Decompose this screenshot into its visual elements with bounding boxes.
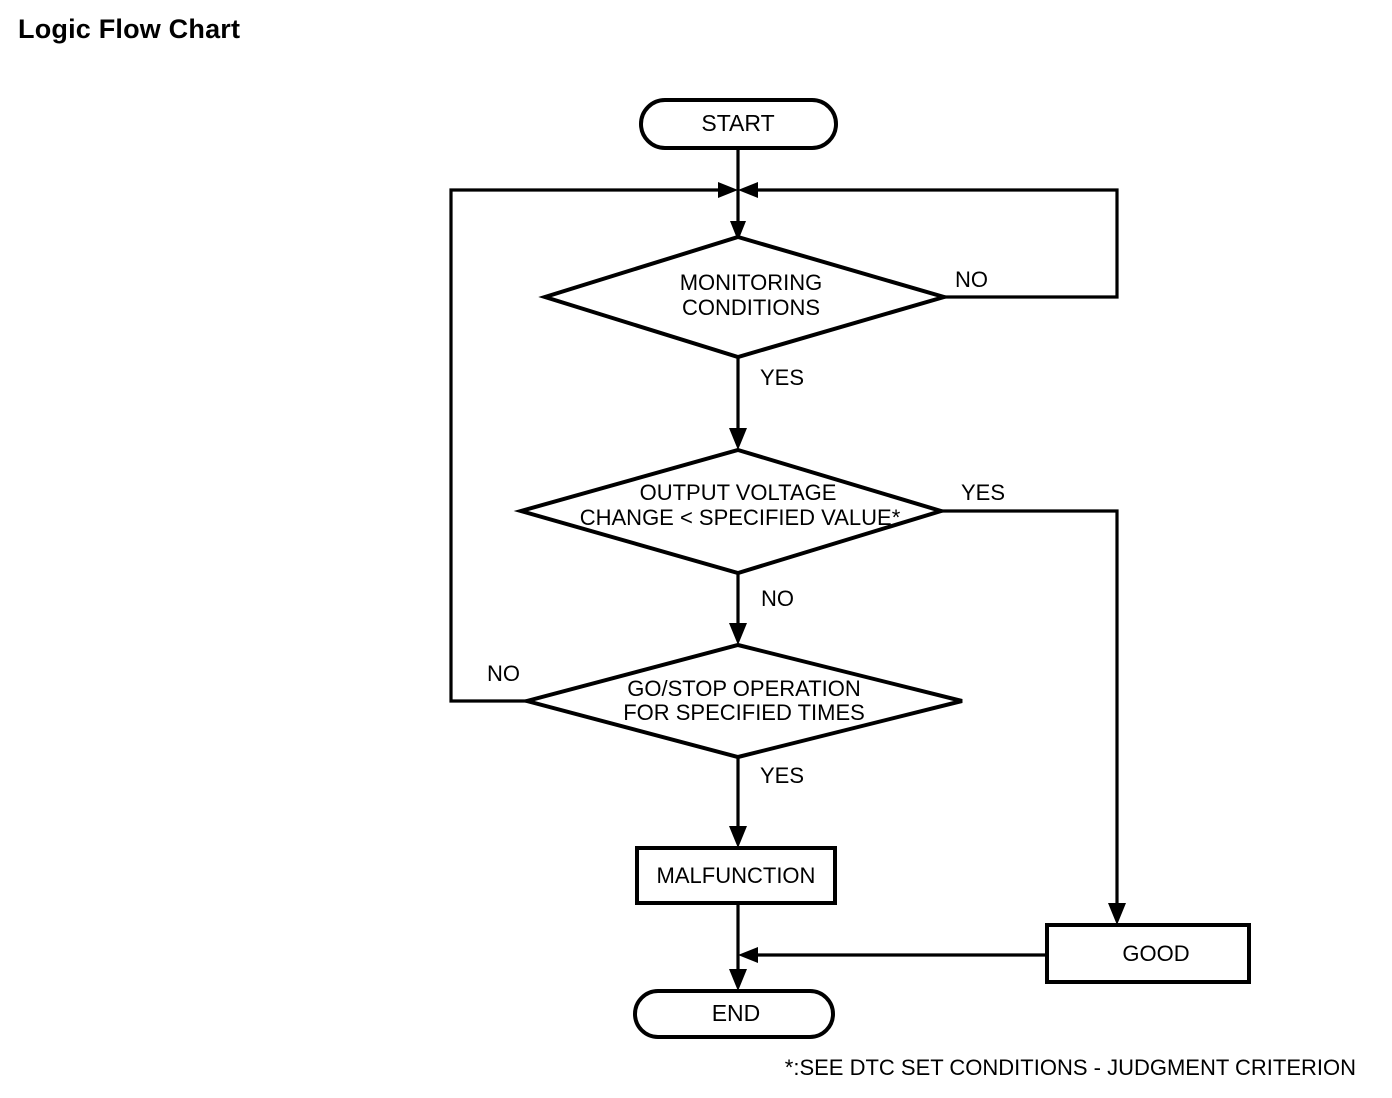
edge-monitoring-yes-to-voltage — [729, 357, 747, 450]
end-label: END — [712, 1000, 761, 1026]
arrow-head-icon — [729, 428, 747, 450]
arrow-head-icon — [738, 947, 758, 963]
gostop-label-line2: FOR SPECIFIED TIMES — [623, 700, 865, 725]
start-label: START — [701, 110, 774, 136]
edge-gostop-no-feedback — [449, 182, 738, 703]
edge-gostop-yes-to-malfunction — [729, 757, 747, 848]
edge-line — [449, 188, 724, 703]
arrow-head-icon — [738, 182, 758, 198]
edge-monitoring-no-feedback — [738, 182, 1119, 299]
branch-label-gostop-yes: YES — [760, 763, 804, 788]
node-malfunction[interactable]: MALFUNCTION — [635, 846, 837, 905]
edge-line — [752, 188, 1119, 299]
good-label: GOOD — [1122, 941, 1189, 966]
edge-malfunction-to-end — [729, 903, 747, 991]
start-shape — [639, 98, 838, 150]
node-good[interactable]: GOOD — [1045, 923, 1251, 984]
edge-line — [941, 509, 1119, 912]
malfunction-shape — [635, 846, 837, 905]
node-end[interactable]: END — [633, 989, 835, 1039]
branch-label-monitoring-no: NO — [955, 267, 988, 292]
node-go-stop-operation[interactable]: GO/STOP OPERATION FOR SPECIFIED TIMES — [519, 642, 963, 760]
arrow-head-icon — [730, 221, 746, 241]
good-shape — [1045, 923, 1251, 984]
gostop-label-line1: GO/STOP OPERATION — [627, 676, 861, 701]
voltage-label-line2: CHANGE < SPECIFIED VALUE* — [580, 505, 901, 530]
branch-label-voltage-yes: YES — [961, 480, 1005, 505]
node-start[interactable]: START — [639, 98, 838, 150]
branch-label-gostop-no: NO — [487, 661, 520, 686]
malfunction-label: MALFUNCTION — [657, 863, 816, 888]
edge-start-to-junction — [730, 148, 746, 241]
branch-label-voltage-no: NO — [761, 586, 794, 611]
edge-good-to-end — [738, 947, 1047, 963]
monitoring-label-line1: MONITORING — [680, 270, 823, 295]
arrow-head-icon — [729, 826, 747, 848]
node-monitoring-conditions[interactable]: MONITORING CONDITIONS — [538, 234, 952, 360]
page-title: Logic Flow Chart — [18, 14, 241, 44]
edge-voltage-no-to-gostop — [729, 573, 747, 645]
arrow-head-icon — [718, 182, 738, 198]
footnote: *:SEE DTC SET CONDITIONS - JUDGMENT CRIT… — [785, 1055, 1356, 1080]
voltage-decision-shape — [513, 447, 948, 576]
arrow-head-icon — [1108, 903, 1126, 925]
monitoring-label-line2: CONDITIONS — [682, 295, 820, 320]
gostop-decision-shape — [519, 642, 963, 760]
arrow-head-icon — [729, 969, 747, 991]
edge-voltage-yes-to-good — [941, 509, 1126, 925]
branch-label-monitoring-yes: YES — [760, 365, 804, 390]
node-output-voltage-change[interactable]: OUTPUT VOLTAGE CHANGE < SPECIFIED VALUE* — [513, 447, 948, 576]
arrow-head-icon — [729, 623, 747, 645]
monitoring-decision-shape — [538, 234, 952, 360]
voltage-label-line1: OUTPUT VOLTAGE — [640, 480, 837, 505]
end-shape — [633, 989, 835, 1039]
